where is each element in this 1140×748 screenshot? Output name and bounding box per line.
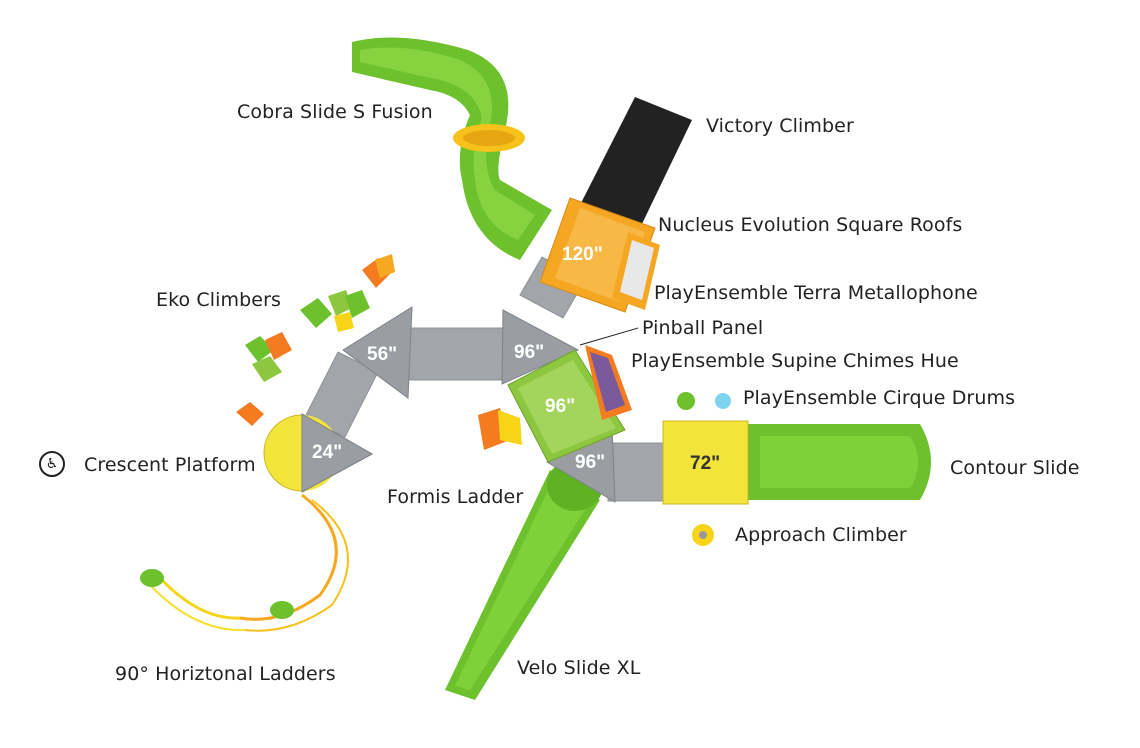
contour-slide xyxy=(748,424,931,500)
center-roof-96 xyxy=(507,349,626,463)
velo-slide-xl xyxy=(445,459,603,700)
label-cobra-slide: Cobra Slide S Fusion xyxy=(237,101,433,123)
formis-ladder-art xyxy=(478,408,522,450)
label-formis-ladder: Formis Ladder xyxy=(387,486,524,508)
deck-72-label: 72" xyxy=(690,453,720,474)
cirque-drums xyxy=(677,392,731,410)
label-terra-metallophone: PlayEnsemble Terra Metallophone xyxy=(654,282,978,304)
eko-climbers-art xyxy=(236,254,395,426)
label-velo-slide: Velo Slide XL xyxy=(517,657,641,679)
label-cirque-drums: PlayEnsemble Cirque Drums xyxy=(743,387,1016,409)
cobra-slide-s-fusion xyxy=(352,37,552,260)
deck-120-label: 120" xyxy=(562,244,603,265)
label-supine-chimes: PlayEnsemble Supine Chimes Hue xyxy=(631,350,959,372)
deck-56-label: 56" xyxy=(367,344,397,365)
deck-24-label: 24" xyxy=(312,442,342,463)
label-nucleus-roofs: Nucleus Evolution Square Roofs xyxy=(658,214,963,236)
deck-96-center-label: 96" xyxy=(545,396,575,417)
horizontal-ladders-art xyxy=(140,493,349,632)
approach-climber-art xyxy=(692,524,714,546)
deck-96-bottom-label: 96" xyxy=(575,452,605,473)
victory-climber xyxy=(580,97,692,228)
label-approach-climber: Approach Climber xyxy=(735,524,907,546)
label-horizontal-ladders: 90° Horiztonal Ladders xyxy=(115,663,336,685)
label-pinball-panel: Pinball Panel xyxy=(642,317,764,339)
roof-72 xyxy=(662,420,749,505)
label-eko-climbers: Eko Climbers xyxy=(156,289,281,311)
music-panels xyxy=(585,232,660,420)
label-contour-slide: Contour Slide xyxy=(950,457,1080,479)
label-crescent-platform: Crescent Platform xyxy=(84,454,256,476)
pinball-leader-line xyxy=(579,327,639,346)
label-victory-climber: Victory Climber xyxy=(706,115,854,137)
wheelchair-accessible-icon: ♿ xyxy=(39,451,65,477)
deck-96-top-label: 96" xyxy=(514,342,544,363)
